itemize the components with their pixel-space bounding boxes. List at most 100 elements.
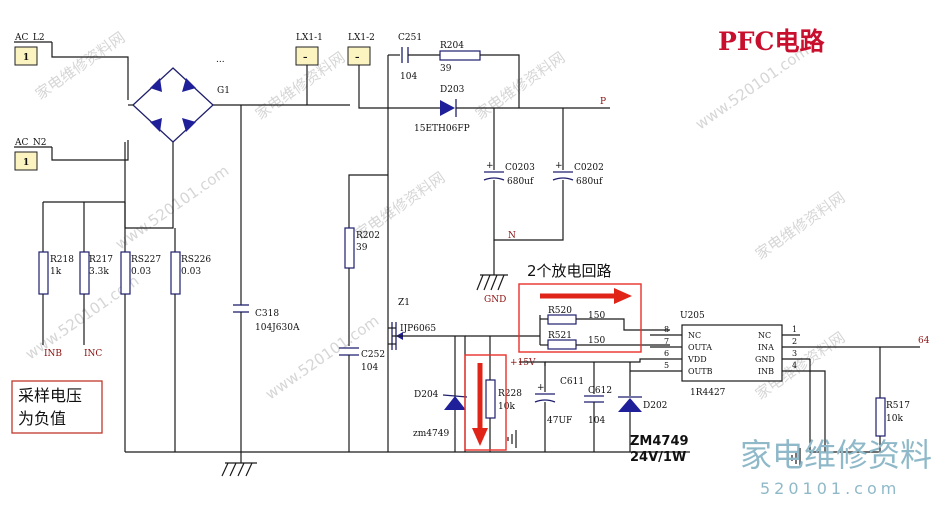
ic-pin-name: NC: [758, 331, 771, 340]
component-ref: R202: [356, 231, 380, 241]
connector-ac-l2: AC_L2 1: [14, 33, 52, 66]
ic-pin-number: 4: [792, 361, 797, 370]
page-title: PFC电路: [718, 27, 825, 56]
component-value: 0.03: [181, 267, 201, 277]
component-value: 150: [588, 311, 605, 321]
component-value: 10k: [886, 414, 903, 424]
connector-pin: 1: [23, 53, 29, 63]
connector-pin: 1: [23, 158, 29, 168]
site-logo-watermark: 家电维修资料网 520101.com: [740, 436, 933, 498]
resistor-r517: R517 10k: [875, 397, 910, 437]
component-value: 39: [356, 243, 368, 253]
zener-d204: D204 zm4749: [413, 390, 468, 439]
sample-voltage-note: 采样电压 为负值: [11, 380, 103, 434]
connector-pin: –: [355, 53, 360, 63]
component-value: 104: [588, 416, 605, 426]
zener-annotation: ZM4749 24V/1W: [630, 434, 689, 465]
capacitor-c318: C318 104J630A: [233, 304, 300, 333]
net-label-n: N: [508, 231, 516, 241]
component-value: 104J630A: [255, 323, 300, 333]
capacitor-c252: C252 104: [339, 347, 385, 373]
bridge-rectifier-g1: G1 ...: [128, 55, 230, 143]
capacitor-c612: C612 104: [584, 386, 612, 426]
component-ref: C0203: [505, 163, 535, 173]
connector-label: AC_L2: [14, 33, 45, 43]
component-ref: C611: [560, 377, 584, 387]
component-value: 0.03: [131, 267, 151, 277]
watermark-text: 家电维修资料网: [472, 48, 568, 123]
component-ref: C0202: [574, 163, 604, 173]
component-value: 104: [400, 72, 417, 82]
component-ref: R520: [548, 306, 572, 316]
ic-pin-number: 8: [664, 325, 669, 334]
discharge-label: 2个放电回路: [527, 262, 612, 280]
logo-url: 520101.com: [760, 479, 900, 498]
component-value: 10k: [498, 402, 515, 412]
net-label-15v: +15V: [510, 358, 536, 368]
connector-label: LX1-2: [348, 33, 375, 43]
component-ref: R521: [548, 331, 572, 341]
component-ref: RS226: [181, 255, 211, 265]
diode-d203: D203 15ETH06FP: [414, 85, 470, 134]
ic-pin-name: INB: [758, 367, 774, 376]
capacitor-c0203: + C0203 680uf: [483, 161, 535, 187]
component-value: 150: [588, 336, 605, 346]
capacitor-c611: + C611 47UF: [534, 377, 584, 426]
connector-pin: –: [303, 53, 308, 63]
component-value: zm4749: [413, 429, 449, 439]
component-value: 3.3k: [89, 267, 109, 277]
component-ref: R217: [89, 255, 113, 265]
component-value: 680uf: [507, 177, 534, 187]
mosfet-z1: Z1 IJP6065: [388, 298, 436, 350]
connector-lx1-2: LX1-2 –: [347, 33, 375, 66]
ic-pin-name: OUTB: [688, 367, 713, 376]
component-ref: R517: [886, 401, 910, 411]
polarity-plus: +: [555, 161, 563, 171]
component-ref: D204: [414, 390, 439, 400]
ic-pin-number: 2: [792, 337, 797, 346]
capacitor-c0202: + C0202 680uf: [552, 161, 604, 187]
note-line: 为负值: [18, 409, 66, 428]
ic-pin-name: OUTA: [688, 343, 712, 352]
component-ref: R204: [440, 41, 464, 51]
ic-ref: U205: [680, 311, 705, 321]
component-ref: C318: [255, 309, 279, 319]
polarity-plus: +: [537, 383, 545, 393]
component-ref: R228: [498, 389, 522, 399]
resistor-r228: R228 10k: [485, 379, 522, 419]
diode-d202: D202: [618, 396, 667, 412]
watermark-text: www.520101.com: [112, 162, 232, 254]
watermark-text: 家电维修资料网: [32, 28, 128, 103]
ground-symbol: [507, 430, 517, 448]
resistor-r204: R204 39: [439, 41, 481, 74]
capacitor-c251: C251 104: [398, 33, 422, 82]
component-value: 680uf: [576, 177, 603, 187]
component-value: IJP6065: [400, 324, 436, 334]
net-label-inc: INC: [84, 349, 102, 359]
ic-pin-number: 7: [664, 337, 669, 346]
logo-text: 家电维修资料网: [740, 436, 933, 474]
component-ref: C612: [588, 386, 612, 396]
net-label-out: 64: [918, 336, 930, 346]
resistor-r521: R521 150: [547, 331, 605, 350]
component-ref: D202: [643, 401, 667, 411]
component-ref: D203: [440, 85, 465, 95]
resistor-r218: R218 1k: [38, 251, 74, 295]
watermark-text: 家电维修资料网: [752, 188, 848, 263]
component-ref: R218: [50, 255, 74, 265]
zener-part: ZM4749: [630, 434, 689, 449]
connector-label: AC_N2: [14, 138, 47, 148]
ic-pin-name: VDD: [687, 355, 707, 364]
polarity-plus: +: [486, 161, 494, 171]
ground-symbol: [221, 452, 257, 477]
component-value: 1k: [50, 267, 62, 277]
ic-pin-name: GND: [755, 355, 775, 364]
ic-pin-number: 5: [664, 361, 669, 370]
ic-pin-number: 1: [792, 325, 797, 334]
ic-pin-number: 6: [664, 349, 669, 358]
component-ref: C252: [361, 350, 385, 360]
net-label-gnd: GND: [484, 295, 506, 305]
resistor-rs226: RS226 0.03: [170, 251, 211, 295]
component-value: 47UF: [547, 416, 572, 426]
